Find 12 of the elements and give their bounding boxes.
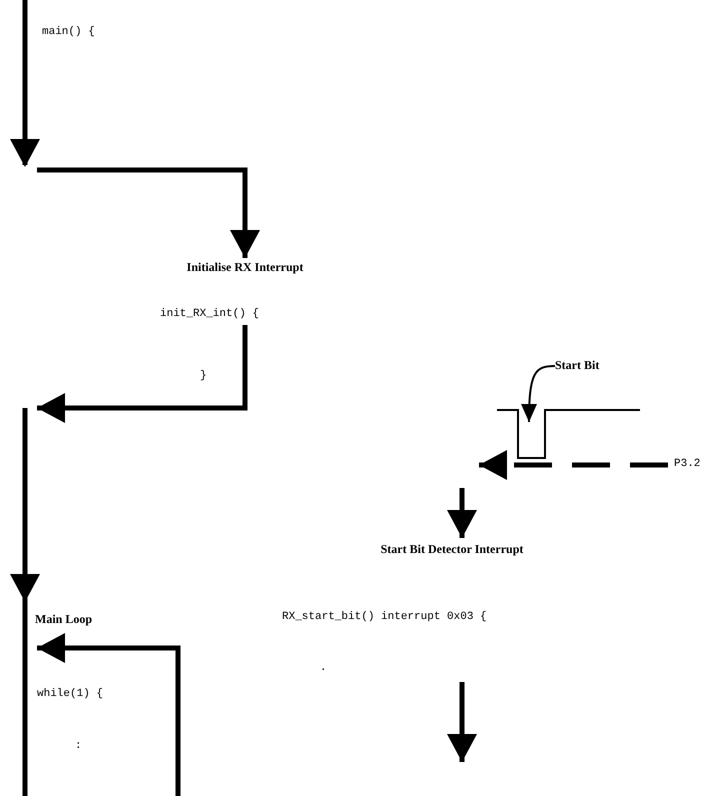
closing-brace: } xyxy=(200,370,207,382)
heading: Initialise RX Interrupt xyxy=(186,260,304,275)
code-line: . xyxy=(320,662,327,674)
heading: Start Bit Detector Interrupt xyxy=(380,542,524,557)
code-line: while(1) { xyxy=(37,688,104,700)
callout-text: Start Bit xyxy=(555,358,600,373)
code-line: main() { xyxy=(42,26,95,38)
heading: Main Loop xyxy=(35,612,92,627)
code-line: RX_start_bit() interrupt 0x03 { xyxy=(282,611,487,623)
ellipsis: : xyxy=(75,740,82,752)
pin-name: P3.2 xyxy=(674,458,700,470)
code-line: init_RX_int() { xyxy=(160,308,260,320)
